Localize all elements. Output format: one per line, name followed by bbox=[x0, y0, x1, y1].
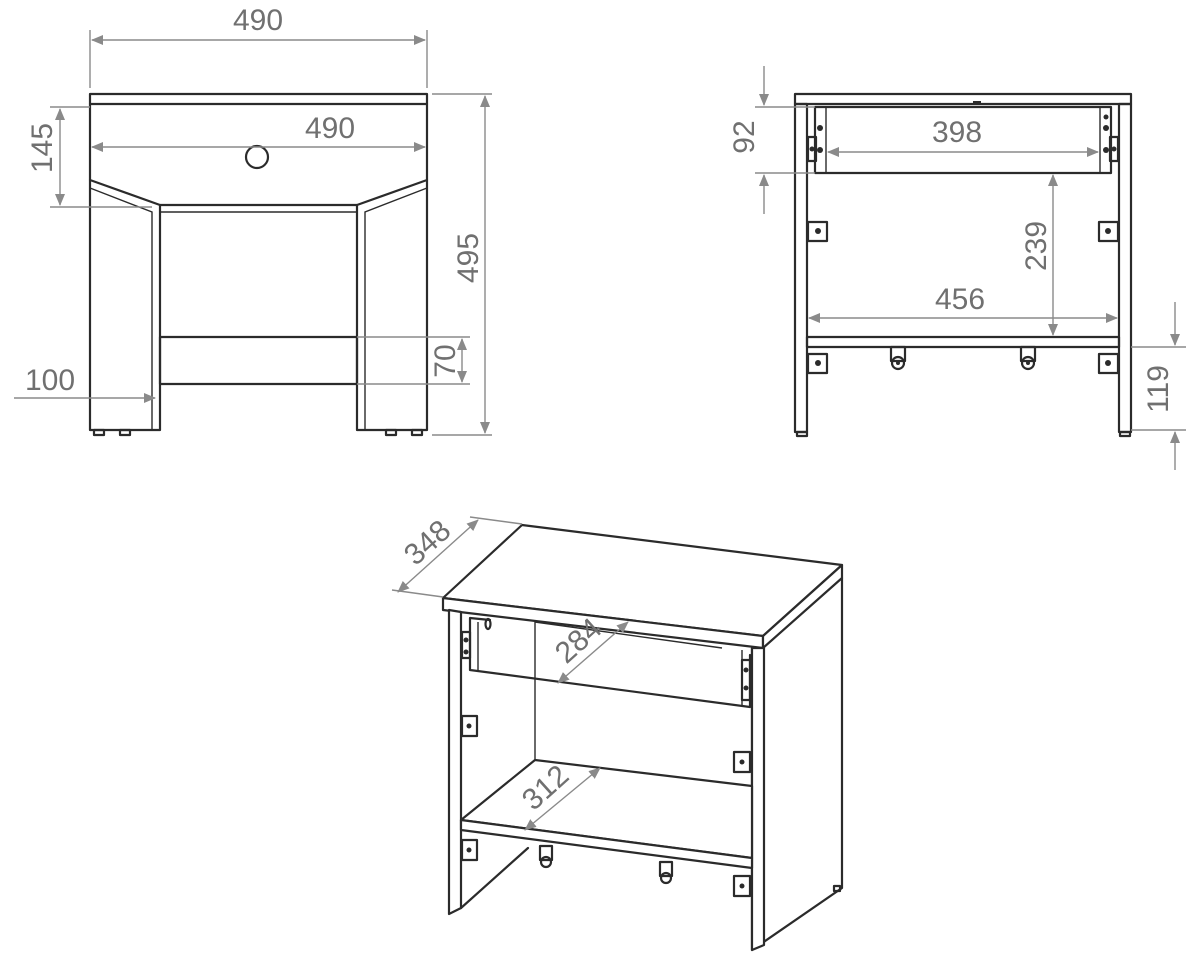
section-shelf bbox=[805, 335, 1121, 349]
section-left-panel bbox=[793, 102, 809, 434]
dim-section-drawer-height: 92 bbox=[728, 66, 815, 214]
section-bracket bbox=[1097, 352, 1120, 375]
section-bracket bbox=[806, 352, 829, 375]
front-foot bbox=[92, 428, 106, 437]
iso-runner-right bbox=[740, 658, 752, 702]
dim-label: 239 bbox=[1020, 221, 1053, 271]
dim-front-rail-height: 70 bbox=[357, 336, 470, 385]
iso-left-panel-edge bbox=[447, 608, 463, 916]
dim-front-width-top: 490 bbox=[89, 4, 428, 88]
dim-section-drawer-width: 398 bbox=[827, 116, 1099, 157]
iso-bracket bbox=[732, 874, 752, 898]
dim-label: 119 bbox=[1142, 365, 1175, 413]
front-drawer-face bbox=[88, 102, 429, 207]
front-left-panel-bevel bbox=[89, 187, 153, 430]
isometric-view: 348 284 312 bbox=[391, 514, 844, 952]
dim-front-drawer-height: 145 bbox=[26, 106, 152, 208]
dim-front-leg-width: 100 bbox=[14, 364, 156, 403]
dim-label: 456 bbox=[935, 283, 985, 316]
dim-front-total-height: 495 bbox=[432, 93, 492, 436]
iso-shelf-pin bbox=[658, 860, 674, 885]
dim-label: 100 bbox=[25, 364, 75, 397]
front-foot bbox=[384, 428, 398, 437]
front-knob bbox=[244, 144, 270, 170]
dim-label: 70 bbox=[429, 344, 462, 377]
dim-label: 490 bbox=[305, 112, 355, 145]
front-right-panel-bevel bbox=[364, 187, 428, 430]
iso-bracket bbox=[460, 838, 479, 862]
iso-runner-left bbox=[460, 630, 472, 660]
section-top-board bbox=[793, 92, 1133, 106]
dim-label: 348 bbox=[398, 514, 457, 572]
iso-bracket bbox=[732, 750, 752, 774]
section-right-panel bbox=[1117, 102, 1133, 434]
front-view: 490 490 145 495 100 bbox=[14, 4, 492, 437]
iso-bracket bbox=[460, 714, 479, 738]
section-runner-left bbox=[806, 125, 823, 163]
front-top-board bbox=[88, 92, 429, 106]
dim-section-plinth-height: 119 bbox=[1131, 302, 1186, 470]
section-view: 92 398 239 456 119 bbox=[728, 66, 1186, 470]
section-bracket bbox=[1097, 220, 1120, 243]
front-right-panel bbox=[355, 178, 429, 432]
front-foot bbox=[118, 428, 132, 437]
section-runner-right bbox=[1103, 114, 1120, 163]
dim-label: 145 bbox=[26, 123, 59, 173]
front-foot bbox=[410, 428, 424, 437]
iso-shelf-front bbox=[459, 818, 754, 870]
dim-front-width-drawer: 490 bbox=[91, 112, 426, 152]
section-bracket bbox=[806, 220, 829, 243]
dim-section-shelf-gap: 239 bbox=[1020, 174, 1058, 336]
iso-top-side-edge bbox=[761, 563, 844, 650]
dim-section-inner-width: 456 bbox=[808, 283, 1118, 323]
section-shelf-pin bbox=[889, 345, 907, 371]
front-left-panel bbox=[88, 178, 162, 432]
dim-label: 398 bbox=[932, 116, 982, 149]
front-bottom-rail bbox=[158, 335, 359, 386]
iso-shelf-pin bbox=[538, 844, 554, 869]
dim-label: 495 bbox=[452, 233, 485, 283]
dim-label: 490 bbox=[233, 4, 283, 37]
section-shelf-pin bbox=[1019, 345, 1037, 371]
dim-label: 92 bbox=[728, 120, 761, 153]
iso-right-panel-edge bbox=[750, 646, 766, 952]
